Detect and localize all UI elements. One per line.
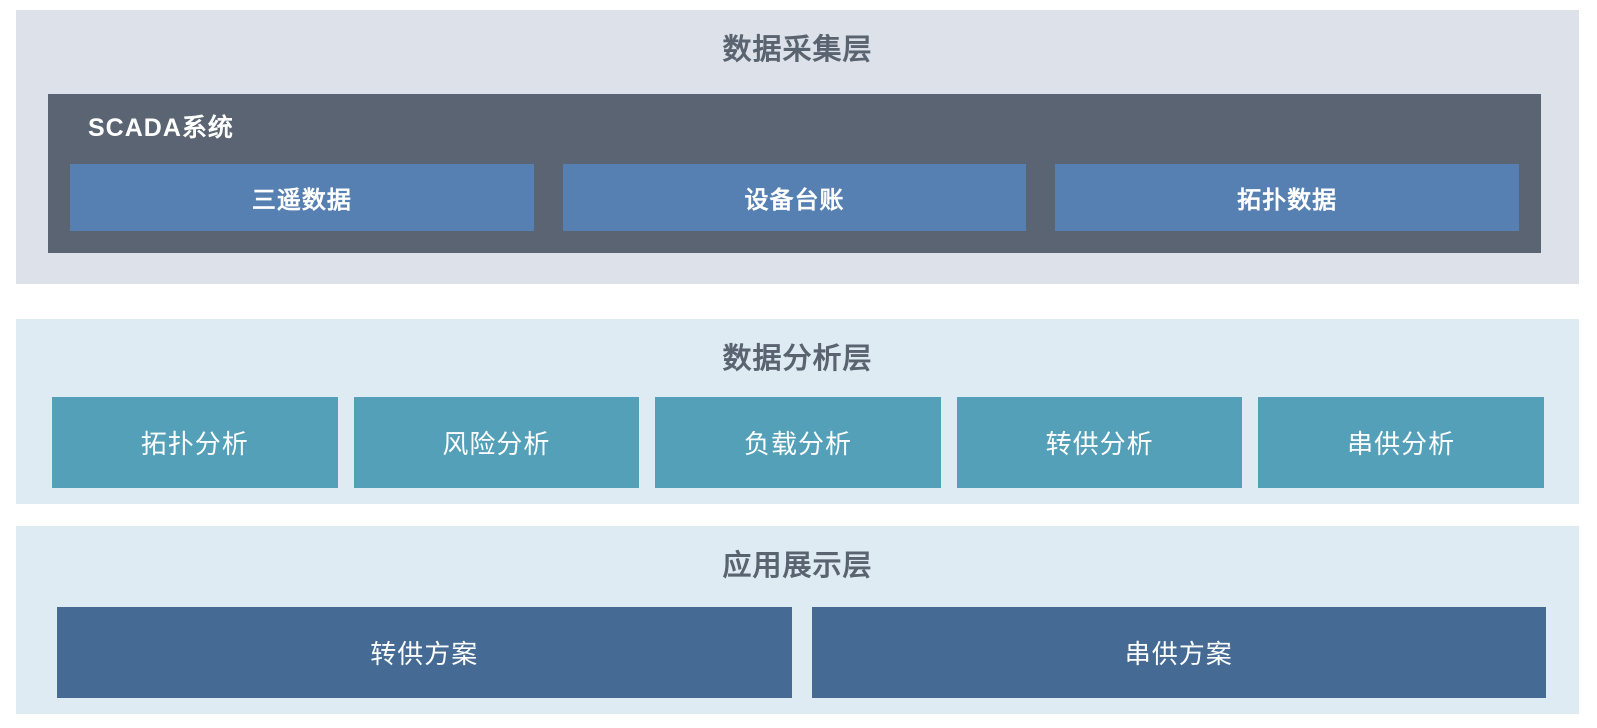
layer-application-display: 应用展示层 转供方案 串供方案	[16, 526, 1579, 714]
box-equipment-ledger: 设备台账	[562, 164, 1027, 231]
box-load-analysis: 负载分析	[655, 397, 941, 488]
box-series-supply-plan: 串供方案	[811, 607, 1546, 698]
box-series-supply-analysis: 串供分析	[1258, 397, 1544, 488]
application-box-row: 转供方案 串供方案	[16, 607, 1579, 698]
scada-system-label: SCADA系统	[88, 114, 234, 142]
scada-box-row: 三遥数据 设备台账 拓扑数据	[48, 164, 1541, 231]
box-topology-data: 拓扑数据	[1055, 164, 1520, 231]
box-risk-analysis: 风险分析	[353, 397, 640, 488]
layer-title-application-display: 应用展示层	[722, 550, 873, 582]
layer-data-collection: 数据采集层 SCADA系统 三遥数据 设备台账 拓扑数据	[16, 10, 1579, 284]
box-transfer-supply-analysis: 转供分析	[956, 397, 1243, 488]
layer-title-data-collection: 数据采集层	[722, 34, 873, 66]
scada-system-container: SCADA系统 三遥数据 设备台账 拓扑数据	[48, 94, 1541, 253]
layer-data-analysis: 数据分析层 拓扑分析 风险分析 负载分析 转供分析 串供分析	[16, 319, 1579, 504]
box-telemetry-data: 三遥数据	[70, 164, 534, 231]
layer-title-data-analysis: 数据分析层	[722, 343, 873, 375]
box-transfer-supply-plan: 转供方案	[57, 607, 792, 698]
box-topology-analysis: 拓扑分析	[52, 397, 338, 488]
analysis-box-row: 拓扑分析 风险分析 负载分析 转供分析 串供分析	[16, 397, 1579, 488]
